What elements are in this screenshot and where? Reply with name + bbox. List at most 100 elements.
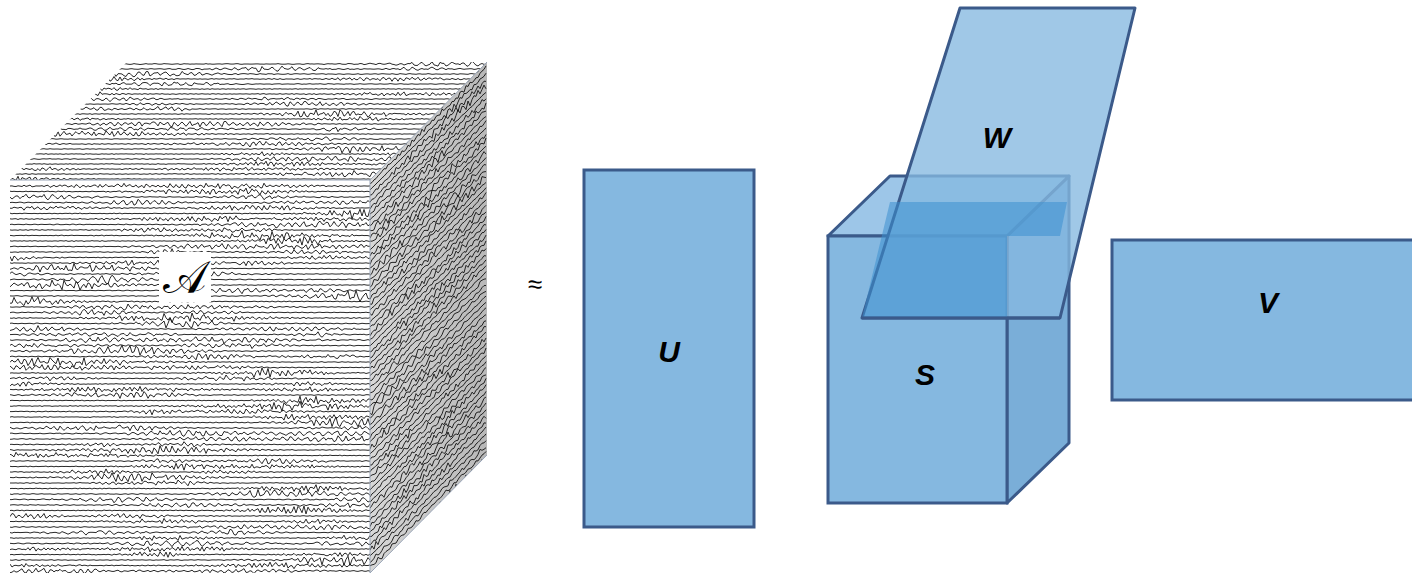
seismic-trace — [10, 463, 370, 470]
seismic-trace — [370, 391, 486, 508]
seismic-trace — [10, 518, 370, 523]
seismic-trace — [370, 212, 486, 327]
seismic-trace — [10, 86, 486, 91]
seismic-trace — [10, 368, 370, 377]
seismic-trace — [10, 313, 370, 323]
seismic-trace — [10, 228, 370, 233]
seismic-trace — [10, 161, 486, 166]
factor-slice — [862, 8, 1135, 318]
seismic-trace — [370, 135, 486, 250]
seismic-trace — [370, 348, 486, 465]
core-tensor-box: S — [828, 236, 1007, 503]
matrix-label: U — [658, 337, 680, 367]
seismic-trace — [370, 302, 486, 418]
seismic-trace — [10, 473, 370, 482]
seismic-trace — [370, 540, 486, 573]
seismic-trace — [370, 308, 486, 425]
seismic-trace — [370, 241, 486, 358]
seismic-trace — [10, 61, 486, 66]
matrix-label: 𝒜 — [159, 252, 211, 302]
cube-top-face — [10, 62, 487, 180]
seismic-trace — [10, 497, 370, 503]
seismic-trace — [10, 417, 370, 427]
seismic-trace — [10, 529, 370, 535]
seismic-trace — [10, 237, 370, 246]
seismic-trace — [10, 326, 370, 333]
seismic-trace — [10, 205, 370, 210]
seismic-trace — [370, 441, 486, 556]
seismic-trace — [10, 375, 370, 381]
seismic-trace — [10, 446, 370, 454]
seismic-trace — [370, 73, 486, 190]
seismic-trace — [370, 500, 486, 573]
seismic-trace — [10, 425, 370, 431]
seismic-trace — [370, 256, 486, 369]
seismic-trace — [10, 525, 370, 530]
seismic-trace — [10, 365, 370, 371]
matrix-label: S — [915, 360, 935, 390]
seismic-trace — [10, 127, 486, 131]
seismic-trace — [370, 567, 486, 573]
seismic-trace — [10, 188, 370, 195]
seismic-trace — [370, 225, 486, 340]
seismic-trace — [10, 97, 486, 102]
seismic-trace — [10, 146, 486, 153]
cube-edge — [10, 62, 487, 180]
seismic-trace — [370, 52, 486, 172]
seismic-trace — [10, 216, 370, 222]
seismic-trace — [10, 436, 370, 442]
seismic-trace — [10, 430, 370, 436]
seismic-trace — [10, 183, 370, 189]
seismic-trace — [10, 121, 486, 127]
seismic-trace — [10, 116, 486, 121]
seismic-trace — [10, 332, 370, 337]
seismic-trace — [370, 547, 486, 573]
seismic-trace — [10, 382, 370, 387]
seismic-trace — [10, 503, 370, 508]
seismic-trace — [370, 530, 486, 573]
seismic-trace — [370, 356, 486, 472]
factor-matrix — [1112, 240, 1412, 400]
seismic-trace — [10, 556, 370, 565]
seismic-trace — [10, 562, 370, 569]
seismic-trace — [10, 357, 370, 367]
seismic-trace — [10, 396, 370, 405]
seismic-trace — [370, 489, 486, 573]
seismic-trace — [10, 76, 486, 81]
seismic-trace — [370, 494, 486, 573]
seismic-trace — [370, 485, 486, 573]
seismic-trace — [10, 110, 486, 118]
seismic-trace — [10, 102, 486, 107]
cube-front-face — [10, 180, 370, 573]
seismic-trace — [370, 468, 486, 573]
matrix-label: V — [1258, 288, 1278, 318]
seismic-trace — [10, 514, 370, 519]
seismic-trace — [10, 304, 370, 310]
factor-matrix-box: V — [1112, 240, 1412, 400]
seismic-trace — [370, 554, 486, 573]
factor-matrix — [584, 170, 754, 527]
seismic-trace — [10, 243, 370, 249]
seismic-trace — [10, 490, 370, 498]
seismic-trace — [10, 401, 370, 411]
seismic-trace — [370, 20, 486, 137]
seismic-trace — [370, 0, 486, 88]
seismic-trace — [10, 221, 370, 228]
factor-matrix-box: U — [584, 170, 754, 527]
seismic-trace — [10, 66, 486, 72]
data-tensor: 𝒜 — [10, 180, 370, 573]
seismic-trace — [10, 354, 370, 360]
seismic-traces — [10, 183, 370, 573]
seismic-trace — [10, 337, 370, 344]
seismic-trace — [370, 362, 486, 477]
cube-edge — [370, 455, 487, 573]
seismic-trace — [370, 117, 486, 231]
seismic-trace — [10, 458, 370, 464]
seismic-trace — [370, 111, 486, 226]
seismic-trace — [10, 107, 486, 112]
seismic-trace — [370, 121, 486, 239]
seismic-trace — [370, 434, 486, 550]
seismic-trace — [370, 397, 486, 514]
seismic-trace — [10, 535, 370, 540]
matrix-label: W — [983, 123, 1011, 153]
